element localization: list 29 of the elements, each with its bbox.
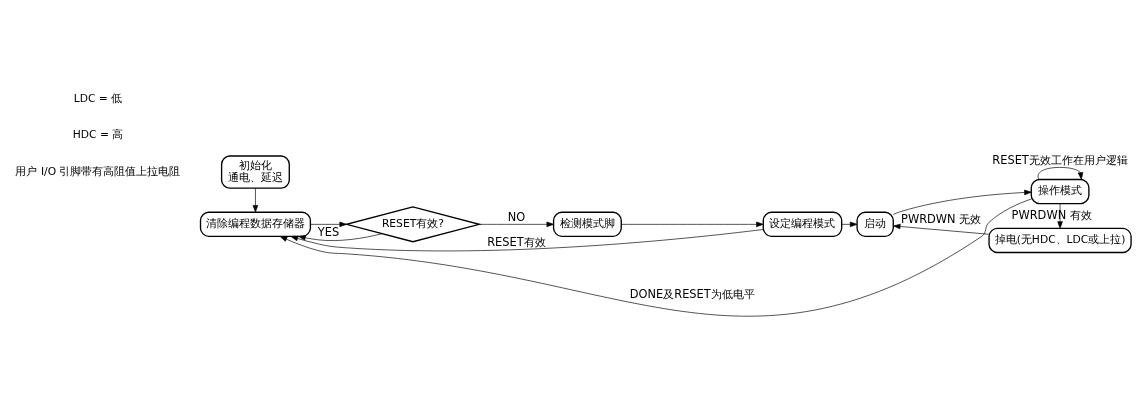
arrow — [279, 198, 1032, 316]
arrow — [893, 223, 990, 235]
label: LDC = 低 — [73, 91, 123, 105]
arrow — [290, 228, 764, 251]
arrow — [893, 189, 1032, 215]
node-box: 检测模式脚 — [552, 211, 622, 237]
label: HDC = 高 — [72, 127, 124, 141]
node-box: 设定编程模式 — [762, 211, 843, 237]
edge-label: PWRDWN 无效 — [901, 211, 982, 226]
arrow — [252, 187, 259, 212]
label: 用户 I/O 引脚带有高阻值上拉电阻 — [15, 164, 181, 178]
node-box: 操作模式 — [1030, 178, 1090, 204]
edge-label: NO — [507, 209, 526, 224]
node-box: 清除编程数据存储器 — [199, 211, 312, 237]
arrow — [841, 221, 858, 227]
node-box: 初始化 通电、延迟 — [220, 154, 290, 189]
arrow — [478, 221, 554, 227]
arrow — [310, 221, 347, 227]
node-box: 掉电(无HDC、LDC或上拉) — [988, 227, 1132, 253]
node-box: 启动 — [856, 211, 894, 237]
edge-label: YES — [317, 224, 340, 239]
arrow — [621, 221, 764, 227]
arrow — [1037, 166, 1084, 180]
edge-label: RESET无效工作在用户逻辑 — [992, 152, 1128, 167]
arrow — [298, 232, 383, 241]
edge-label: RESET有效 — [487, 234, 546, 249]
arrow — [1057, 202, 1063, 229]
edge-label: DONE及RESET为低电平 — [629, 286, 755, 301]
edge-label: PWRDWN 有效 — [1011, 207, 1092, 222]
